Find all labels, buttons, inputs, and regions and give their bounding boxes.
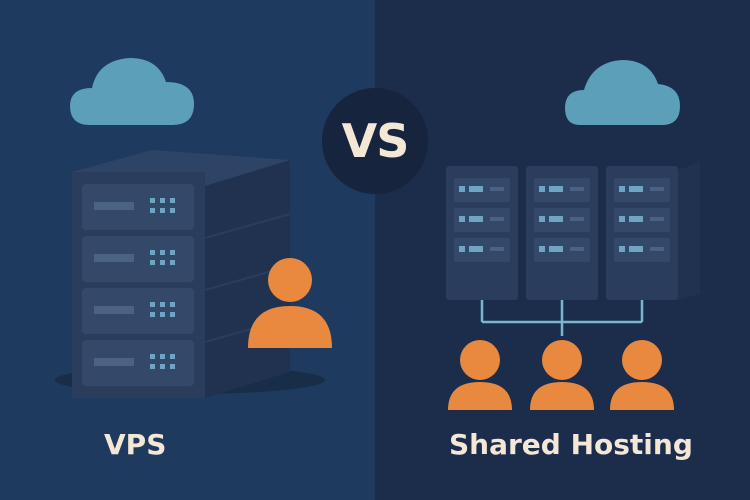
shared-hosting-label: Shared Hosting bbox=[449, 428, 693, 461]
vs-text: VS bbox=[341, 114, 410, 168]
network-connector-lines bbox=[480, 300, 644, 336]
vps-server-icon bbox=[55, 150, 325, 398]
cloud-icon-left bbox=[70, 58, 194, 125]
cloud-icon-right bbox=[565, 60, 680, 125]
shared-server-rack-icon bbox=[446, 162, 700, 300]
vs-badge: VS bbox=[322, 88, 428, 194]
vps-user-icon bbox=[248, 258, 332, 348]
shared-user-icon-1 bbox=[448, 340, 512, 410]
shared-user-icon-2 bbox=[530, 340, 594, 410]
shared-user-icon-3 bbox=[610, 340, 674, 410]
vps-label: VPS bbox=[104, 428, 167, 461]
